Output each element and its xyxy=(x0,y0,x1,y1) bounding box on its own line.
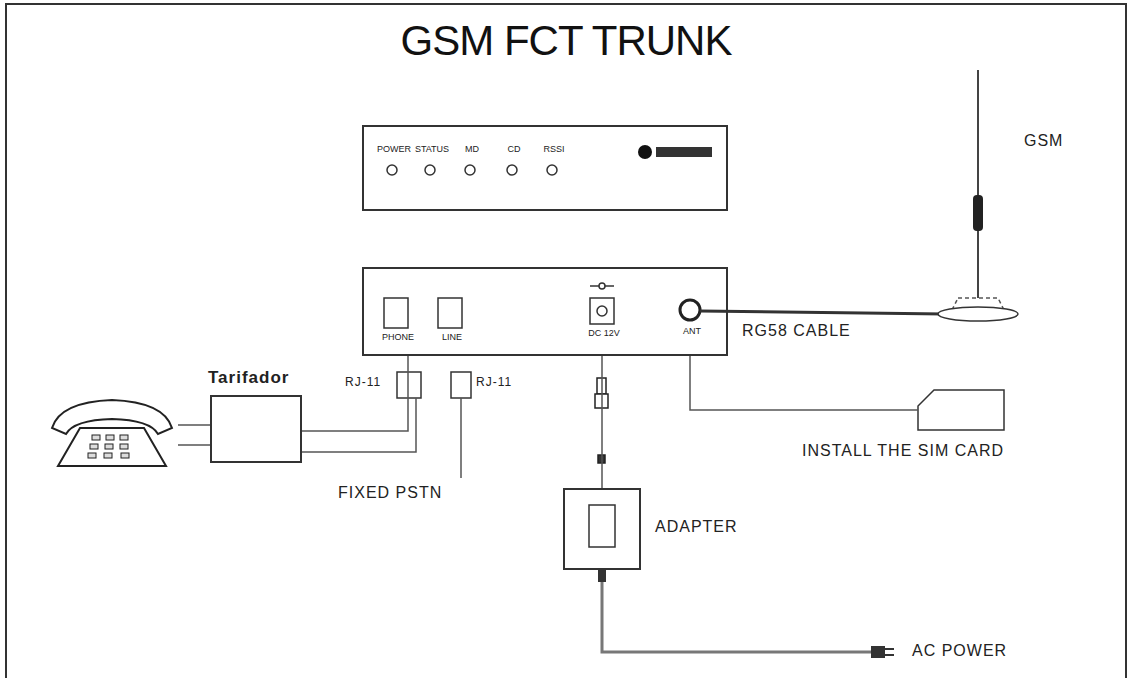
node-text: INSTALL THE SIM CARD xyxy=(802,442,1004,460)
drawing-part xyxy=(938,307,1018,321)
logo-bar xyxy=(656,147,712,157)
node-text: ADAPTER xyxy=(655,518,738,536)
telephone-icon xyxy=(52,400,172,466)
cord-strain xyxy=(598,570,606,582)
node-text: LINE xyxy=(442,333,462,343)
rg58-cable xyxy=(700,311,944,314)
drawing-part xyxy=(599,283,605,289)
node-text: ANT xyxy=(683,327,701,337)
cable-connector xyxy=(302,356,408,431)
phone-wire xyxy=(302,398,416,452)
sim-card xyxy=(918,390,1004,430)
ports xyxy=(384,298,614,328)
gsm-antenna xyxy=(938,70,1018,321)
adapter-box: ADAPTER xyxy=(563,488,641,570)
ant-connector xyxy=(680,300,700,320)
drawing-part xyxy=(465,165,475,175)
drawing-part xyxy=(106,435,114,440)
ac-cord xyxy=(602,582,872,652)
drawing-part xyxy=(387,165,397,175)
polarity-symbol xyxy=(590,283,614,289)
part-label: RG58 CABLE xyxy=(742,322,851,340)
drawing-part xyxy=(90,444,98,449)
drawing-part xyxy=(438,298,462,328)
drawing-part xyxy=(120,444,128,449)
node-text: PHONE xyxy=(382,333,414,343)
drawing-part xyxy=(397,372,421,398)
pstn-wire xyxy=(460,398,462,478)
node-text: MD xyxy=(465,145,479,155)
cable-connector xyxy=(601,356,603,488)
front-panel: POWER STATUS MD CD RSSI xyxy=(362,125,728,211)
drawing-part xyxy=(977,70,979,310)
node-text: CD xyxy=(508,145,521,155)
part-label: GSM xyxy=(1024,132,1063,150)
sim-card-slot: INSTALL THE SIM CARD xyxy=(918,390,1004,430)
led-group xyxy=(387,165,557,175)
node-text: POWER xyxy=(377,145,411,155)
node-text: Tarifador xyxy=(208,369,289,388)
drawing-part xyxy=(88,435,129,458)
drawing-part xyxy=(88,453,96,458)
back-panel: PHONE LINE DC 12V ANT xyxy=(362,267,728,356)
node-text: DC 12V xyxy=(588,329,620,339)
drawing-part xyxy=(884,654,894,656)
drawing-part xyxy=(92,435,100,440)
drawing-part xyxy=(507,165,517,175)
phone-wire xyxy=(178,424,210,426)
node-text: RSSI xyxy=(543,145,564,155)
drawing-part xyxy=(425,165,435,175)
drawing-part xyxy=(121,453,129,458)
part-label: FIXED PSTN xyxy=(338,484,442,502)
part-label: AC POWER xyxy=(912,642,1007,660)
drawing-part xyxy=(884,648,894,650)
drawing-part xyxy=(590,298,614,324)
ac-plug xyxy=(872,647,894,657)
drawing-part xyxy=(973,195,983,231)
phone-wire xyxy=(178,444,210,446)
drawing-part xyxy=(120,435,128,440)
adapter-face xyxy=(589,505,615,547)
frame xyxy=(6,4,1126,678)
drawing-part xyxy=(104,453,112,458)
drawing-part xyxy=(451,372,471,398)
drawing-part xyxy=(872,647,884,657)
drawing-part xyxy=(384,298,408,328)
diagram-title: GSM FCT TRUNK xyxy=(401,18,732,64)
connector-label: RJ-11 xyxy=(476,376,512,389)
tarifador-box: Tarifador xyxy=(210,395,302,463)
drawing-part xyxy=(547,165,557,175)
connector-label: RJ-11 xyxy=(345,376,381,389)
cable-connector xyxy=(690,356,918,410)
drawing-part xyxy=(58,428,166,466)
logo-mark xyxy=(638,145,652,159)
node-text: STATUS xyxy=(415,145,449,155)
drawing-part xyxy=(597,306,607,316)
drawing-part xyxy=(105,444,113,449)
